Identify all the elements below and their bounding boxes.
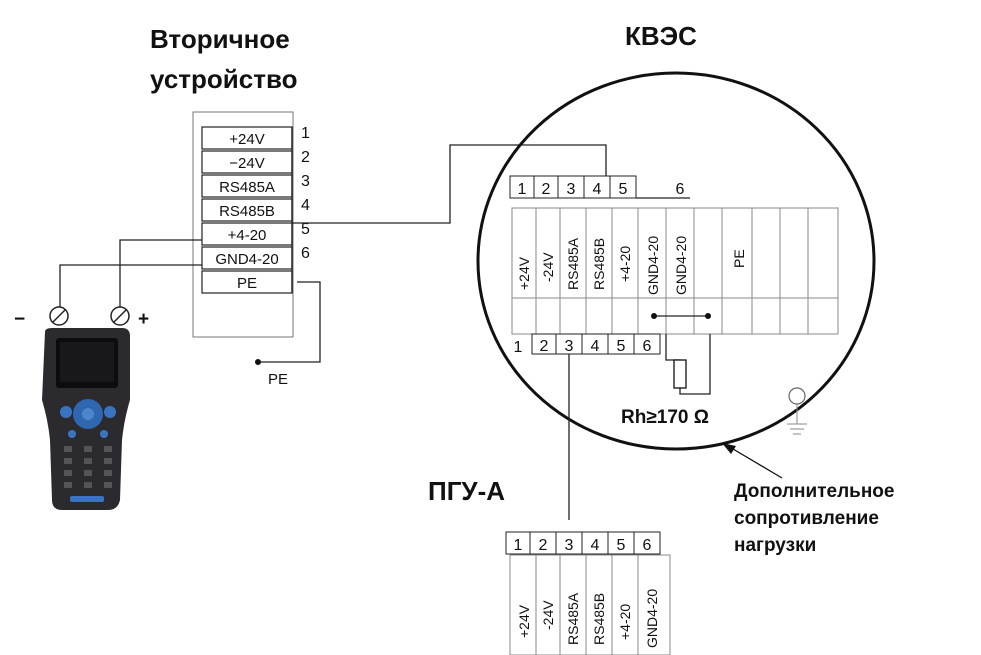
kves-terminal-6: GND4-20 <box>645 236 661 295</box>
sd-pe-wire <box>258 281 321 363</box>
secondary-device-block <box>192 111 294 338</box>
annotation-arrow <box>722 443 783 479</box>
kves-top-num-6: 6 <box>676 181 685 198</box>
handheld-wire-minus <box>59 264 202 310</box>
kves-bottom-num-1: 1 <box>514 339 523 356</box>
kves-terminal-3: RS485A <box>565 237 581 290</box>
kves-terminal-5: +4-20 <box>617 246 633 282</box>
ground-icon <box>787 387 807 435</box>
kves-terminal-1: +24V <box>516 256 532 290</box>
kves-bottom-num-6: 6 <box>643 338 652 355</box>
kves-bottom-num-5: 5 <box>617 338 626 355</box>
sd-num-3: 3 <box>301 173 310 190</box>
annotation-line2: сопротивление <box>734 508 879 529</box>
sd-num-5: 5 <box>301 221 310 238</box>
kves-title: КВЭС <box>625 21 697 51</box>
sd-row-6: GND4-20 <box>215 251 278 268</box>
kves-terminal-block <box>511 207 839 335</box>
handheld-communicator-icon <box>42 328 130 510</box>
resistor-label: Rh≥170 Ω <box>621 407 709 428</box>
pgu-num-2: 2 <box>539 537 548 554</box>
kves-top-num-2: 2 <box>542 181 551 198</box>
pgu-terminal-3: RS485A <box>565 592 581 645</box>
sd-num-4: 4 <box>301 197 310 214</box>
sd-row-5: +4-20 <box>228 227 267 244</box>
kves-top-num-3: 3 <box>567 181 576 198</box>
handheld-plus-sign: + <box>138 309 149 330</box>
rs485b-wire <box>292 144 607 224</box>
pgu-title: ПГУ-А <box>428 476 505 506</box>
handheld-minus-sign: − <box>14 309 25 330</box>
sd-num-6: 6 <box>301 245 310 262</box>
kves-top-number-boxes <box>509 175 690 199</box>
load-resistor <box>651 313 711 395</box>
pgu-terminal-block <box>505 531 671 655</box>
sd-num-2: 2 <box>301 149 310 166</box>
secondary-device-title-line1: Вторичное <box>150 24 290 54</box>
kves-bottom-num-3: 3 <box>565 338 574 355</box>
kves-bottom-number-boxes <box>531 333 661 355</box>
pgu-terminal-1: +24V <box>516 604 532 638</box>
handheld-terminal-minus <box>49 306 69 326</box>
pgu-terminal-5: +4-20 <box>617 604 633 640</box>
sd-pe-label: PE <box>268 371 288 388</box>
kves-housing-circle <box>476 71 876 451</box>
pgu-terminal-6: GND4-20 <box>644 589 660 648</box>
kves-bottom-num-4: 4 <box>591 338 600 355</box>
kves-top-num-5: 5 <box>619 181 628 198</box>
pgu-num-4: 4 <box>591 537 600 554</box>
sd-row-1: +24V <box>229 131 264 148</box>
pgu-terminal-2: -24V <box>540 600 556 630</box>
pgu-num-5: 5 <box>617 537 626 554</box>
kves-bottom-num-2: 2 <box>540 338 549 355</box>
annotation-line1: Дополнительное <box>734 481 894 502</box>
pgu-terminal-4: RS485B <box>591 593 607 645</box>
sd-row-4: RS485B <box>219 203 275 220</box>
annotation-line3: нагрузки <box>734 535 816 556</box>
kves-terminal-4: RS485B <box>591 238 607 290</box>
sd-row-2: −24V <box>229 155 264 172</box>
sd-pe-dot <box>255 359 261 365</box>
handheld-wire-plus <box>119 239 202 310</box>
kves-top-num-1: 1 <box>518 181 527 198</box>
handheld-terminal-plus <box>110 306 130 326</box>
kves-terminal-8: PE <box>731 249 747 268</box>
pgu-num-1: 1 <box>514 537 523 554</box>
kves-terminal-2: -24V <box>540 252 556 282</box>
sd-row-7: PE <box>237 275 257 292</box>
secondary-device-title-line2: устройство <box>150 64 297 94</box>
kves-terminal-7: GND4-20 <box>673 236 689 295</box>
sd-row-3: RS485A <box>219 179 275 196</box>
pgu-num-3: 3 <box>565 537 574 554</box>
sd-num-1: 1 <box>301 125 310 142</box>
pgu-num-6: 6 <box>643 537 652 554</box>
kves-top-num-4: 4 <box>593 181 602 198</box>
